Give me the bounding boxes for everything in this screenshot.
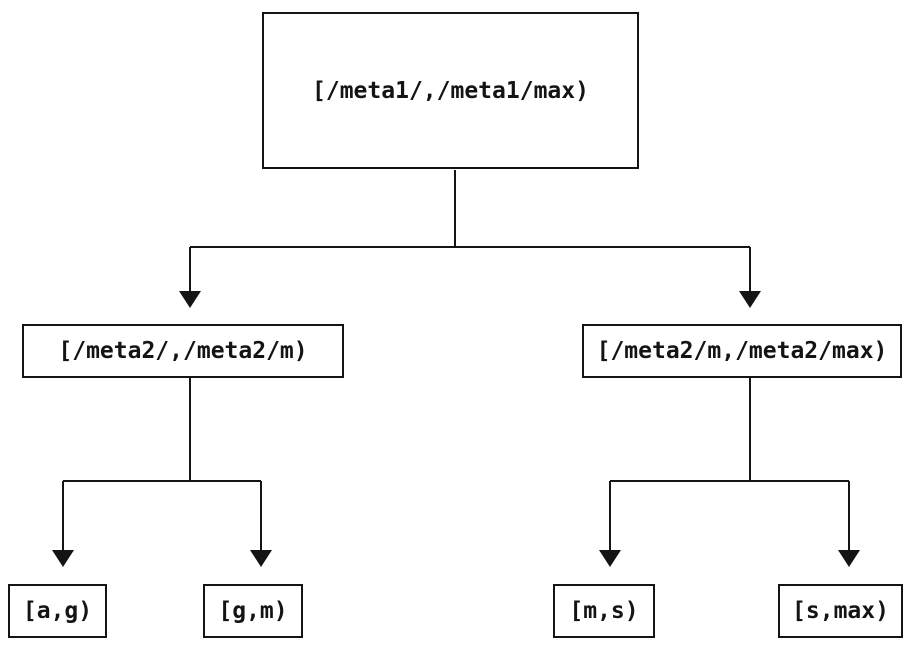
node-leaf-ag-label: [a,g) [22,598,93,624]
node-leaf-gm: [g,m) [203,584,303,638]
node-root: [/meta1/,/meta1/max) [262,12,639,169]
arrowhead-to-leaf3 [599,550,621,567]
node-right-child-label: [/meta2/m,/meta2/max) [596,338,888,364]
node-leaf-smax: [s,max) [778,584,903,638]
node-leaf-smax-label: [s,max) [792,598,889,624]
edge-left-to-leaves [52,378,272,567]
node-leaf-ms-label: [m,s) [569,598,639,624]
arrowhead-to-left-node [179,291,201,308]
node-root-label: [/meta1/,/meta1/max) [312,77,589,104]
node-leaf-ms: [m,s) [553,584,655,638]
edge-right-to-leaves [599,378,860,567]
arrowhead-to-leaf4 [838,550,860,567]
node-leaf-gm-label: [g,m) [218,598,288,624]
edge-root-to-children [179,170,761,308]
arrowhead-to-right-node [739,291,761,308]
node-right-child: [/meta2/m,/meta2/max) [582,324,902,378]
node-left-child-label: [/meta2/,/meta2/m) [58,338,308,364]
arrowhead-to-leaf1 [52,550,74,567]
node-left-child: [/meta2/,/meta2/m) [22,324,344,378]
node-leaf-ag: [a,g) [8,584,107,638]
arrowhead-to-leaf2 [250,550,272,567]
